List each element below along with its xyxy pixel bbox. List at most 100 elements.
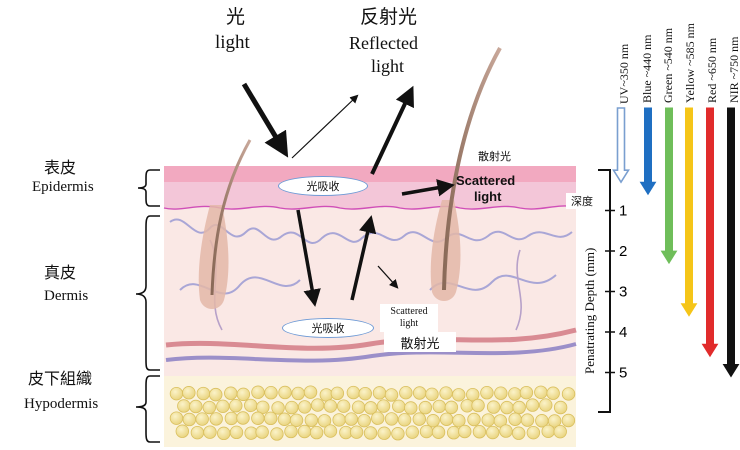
fat-cell	[229, 425, 244, 440]
fat-cell	[209, 387, 223, 402]
capillary-network	[169, 218, 573, 244]
return-arrow-up	[350, 215, 377, 301]
fat-cell	[297, 424, 312, 439]
fat-cell	[425, 387, 439, 402]
fat-cell	[561, 387, 576, 401]
fat-cell	[486, 425, 500, 440]
fat-cell	[346, 385, 361, 400]
fat-cell	[256, 400, 270, 414]
fat-cell	[251, 385, 265, 399]
fat-cell	[229, 399, 243, 413]
wavelength-arrow-1	[639, 107, 657, 196]
fat-cell	[236, 387, 251, 402]
fat-cell	[182, 386, 196, 400]
wavelength-arrows	[612, 107, 740, 378]
fat-cell	[224, 386, 238, 400]
fat-cell	[539, 398, 553, 412]
scatter-top-en-2: light	[474, 189, 502, 204]
fat-cell	[452, 413, 466, 428]
fat-cell	[376, 399, 391, 413]
depth-tick-label-5: 5	[619, 365, 627, 382]
fat-cell	[251, 411, 265, 425]
fat-cell	[525, 398, 540, 412]
fat-cell	[397, 413, 412, 427]
fat-cell	[298, 400, 312, 414]
depth-label-zh: 深度	[566, 193, 598, 209]
fat-cell	[217, 426, 231, 441]
blood-vessel-blue	[165, 342, 577, 363]
absorption-top: 光吸收	[278, 176, 368, 196]
reflected-light-arrow	[370, 85, 414, 175]
reflected-light-en-2: light	[371, 56, 405, 76]
fat-cell	[271, 401, 285, 415]
fat-cells	[169, 385, 576, 441]
fat-cell	[278, 385, 292, 400]
wavelength-label-nir: NIR ~750 nm	[727, 36, 740, 104]
fat-cell	[202, 400, 217, 415]
hair-shaft-right	[442, 47, 502, 291]
fat-cell	[541, 424, 555, 439]
fat-cell	[236, 411, 250, 425]
fat-cell	[444, 400, 459, 415]
scatter-surface-arrow	[401, 179, 455, 197]
scatter-bottom-en-2: light	[399, 318, 419, 329]
fat-cell	[384, 388, 399, 402]
fat-cell	[169, 386, 184, 401]
dermis-bracket	[135, 215, 160, 371]
wavelength-arrow-2	[660, 107, 678, 265]
hypodermis-zh: 皮下組織	[28, 369, 93, 388]
fat-cell	[534, 385, 548, 399]
fat-cell	[303, 385, 318, 399]
fat-cell	[481, 413, 495, 427]
fat-cell	[319, 388, 334, 402]
fat-cell	[323, 424, 338, 438]
epidermis-zh: 表皮	[44, 158, 77, 177]
scatter-bottom-en-box: Scattered light	[380, 304, 438, 332]
fat-cell	[446, 426, 461, 440]
fat-cell	[317, 414, 332, 428]
fat-cell	[439, 386, 453, 400]
depth-tick-label-1: 1	[619, 203, 627, 220]
fat-cell	[546, 386, 560, 400]
fat-cell	[561, 413, 576, 428]
fat-cell	[244, 398, 258, 413]
penetrating-arrow-down	[296, 209, 321, 307]
fat-cell	[412, 386, 427, 400]
depth-tick-label-4: 4	[619, 324, 627, 341]
fat-cell	[175, 424, 190, 438]
fat-cell	[203, 425, 217, 439]
fat-cell	[500, 400, 514, 415]
fat-cell	[336, 399, 351, 413]
wavelength-arrow-3	[680, 107, 698, 317]
scatter-bottom-zh: 散射光	[384, 332, 456, 352]
wavelength-arrow-0	[612, 107, 630, 184]
fat-cell	[330, 386, 345, 401]
fat-cell	[344, 412, 359, 426]
fat-cell	[431, 425, 446, 439]
fat-cell	[512, 400, 526, 415]
fat-cell	[480, 386, 494, 400]
fat-cell	[371, 411, 385, 425]
fat-cell	[486, 400, 501, 414]
fat-cell	[412, 412, 427, 426]
fat-cell	[196, 386, 211, 401]
wavelength-label-yellow: Yellow ~585 nm	[683, 23, 697, 103]
depth-tick-label-3: 3	[619, 284, 627, 301]
fat-cell	[284, 424, 298, 439]
fat-cell	[467, 412, 481, 427]
fat-cell	[508, 412, 522, 426]
fat-cell	[392, 399, 406, 414]
blood-vessel-red	[165, 327, 577, 351]
wavelength-arrow-4	[701, 107, 719, 358]
fat-cell	[190, 425, 205, 440]
fat-cell	[358, 386, 372, 401]
fat-cell	[472, 425, 487, 439]
fat-cell	[255, 425, 269, 439]
wavelength-label-green: Green ~540 nm	[661, 27, 675, 103]
fat-cell	[349, 425, 364, 439]
fat-cell	[270, 427, 284, 441]
fat-cell	[285, 400, 299, 415]
fat-cell	[209, 412, 223, 426]
